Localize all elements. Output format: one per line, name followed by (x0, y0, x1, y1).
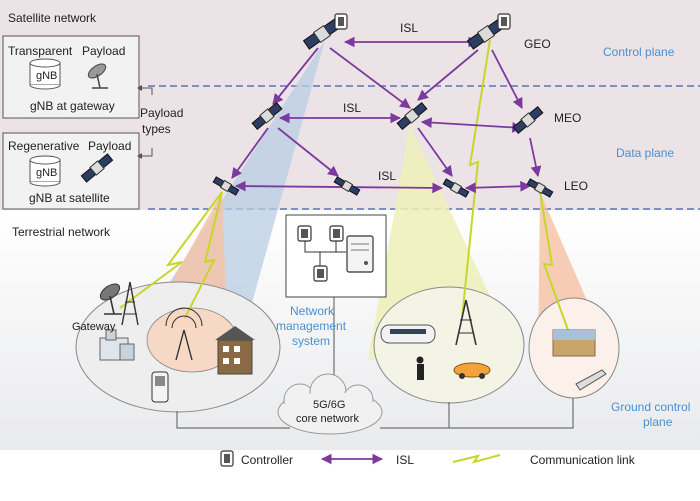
satellite-leo-1 (212, 176, 240, 196)
regenerative-gnb-label: gNB (36, 167, 57, 179)
person-icon (416, 356, 424, 380)
comm-link-gateway (119, 191, 223, 309)
satellite-leo-3 (442, 178, 470, 198)
legend-controller-label: Controller (241, 453, 293, 467)
isl-geo-meo-left (272, 47, 319, 105)
geo-controller-icon-2 (497, 13, 511, 30)
isl-meo-leo-3 (417, 127, 453, 177)
regenerative-title: Regenerative (8, 139, 80, 153)
geo-controller-icon-1 (334, 13, 348, 30)
core-network-label-line2: core network (296, 413, 359, 425)
satellite-meo-3 (512, 105, 544, 135)
ground-control-label-line2: plane (643, 415, 673, 429)
satellite-leo-2 (333, 176, 361, 196)
gateway-label: Gateway (72, 321, 116, 333)
core-link-right (449, 398, 574, 429)
gnb-cylinder-icon-2 (29, 155, 61, 187)
transparent-gnb-label: gNB (36, 70, 57, 82)
leo-label: LEO (564, 179, 588, 193)
terrestrial-network-label: Terrestrial network (12, 225, 111, 239)
data-plane-label: Data plane (616, 146, 674, 160)
isl-leo-chain-left (234, 180, 444, 194)
core-network-cloud (277, 373, 383, 435)
dish-antenna-icon (87, 63, 108, 89)
regenerative-payload-box (2, 132, 140, 210)
isl-meo-leo-4 (529, 137, 542, 178)
nms-controller-icon-3 (313, 265, 328, 282)
comm-link-right (539, 191, 569, 331)
meo-label: MEO (554, 111, 581, 125)
cell-tower-icon-left (121, 281, 139, 326)
payload-satellite-icon (80, 153, 114, 183)
legend-isl-label: ISL (396, 453, 414, 467)
isl-leo-chain-right (464, 180, 532, 194)
legend-lightning-icon (452, 454, 501, 464)
satellite-meo-2 (396, 101, 428, 131)
satellite-leo-4 (526, 178, 554, 198)
comm-link-left-cell (184, 191, 223, 319)
gnb-cylinder-icon-1 (29, 58, 61, 90)
control-plane-label: Control plane (603, 45, 675, 59)
building-icon (215, 326, 255, 375)
ground-area-middle (373, 286, 525, 404)
nms-wire-1 (304, 241, 346, 253)
isl-label-low: ISL (378, 169, 396, 183)
nms-controller-icon-1 (297, 225, 312, 242)
isl-label-top: ISL (400, 21, 418, 35)
isl-meo-meo-right (420, 117, 524, 133)
satellite-meo-1 (251, 101, 283, 131)
core-link-left (176, 411, 290, 429)
transparent-title: Transparent (8, 44, 73, 58)
gateway-dish-icon (99, 283, 122, 315)
train-icon (380, 324, 436, 344)
nms-label-line2: management (276, 319, 347, 333)
isl-geo-meo-middle (329, 47, 411, 109)
regenerative-caption: gNB at satellite (29, 191, 110, 205)
ship-icon (575, 369, 607, 391)
isl-geo2-meo-right (491, 49, 523, 109)
transparent-payload-label: Payload (82, 44, 125, 58)
nms-label-line1: Network (290, 304, 335, 318)
isl-geo2-meo-middle (417, 49, 479, 101)
core-network-label-line1: 5G/6G (313, 399, 345, 411)
payload-types-line2: types (142, 122, 171, 136)
satellite-network-label: Satellite network (8, 11, 97, 25)
isl-label-mid: ISL (343, 101, 361, 115)
field-photo-icon (552, 329, 596, 357)
city-icon (99, 329, 135, 361)
transparent-caption: gNB at gateway (30, 99, 115, 113)
transparent-payload-box (2, 35, 140, 119)
legend-communication-link-label: Communication link (530, 453, 636, 467)
legend-controller-icon (220, 450, 234, 467)
nms-label-line3: system (292, 334, 330, 348)
isl-meo-leo-2 (277, 127, 339, 177)
geo-label: GEO (524, 37, 551, 51)
nms-controller-icon-2 (329, 225, 344, 242)
bracket-top (142, 87, 153, 95)
ground-control-label-line1: Ground control (611, 400, 690, 414)
payload-types-line1: Payload (140, 106, 183, 120)
bracket-bottom (142, 148, 153, 157)
comm-link-geo-middle (461, 39, 491, 319)
mobile-phone-icon (151, 371, 169, 403)
cell-tower-icon-center (165, 307, 203, 361)
isl-meo-leo-1 (231, 127, 269, 179)
server-icon (346, 235, 374, 273)
regenerative-payload-label: Payload (88, 139, 131, 153)
cell-tower-icon-middle (455, 299, 477, 346)
car-icon (453, 362, 491, 379)
satellite-geo-1 (302, 18, 342, 50)
